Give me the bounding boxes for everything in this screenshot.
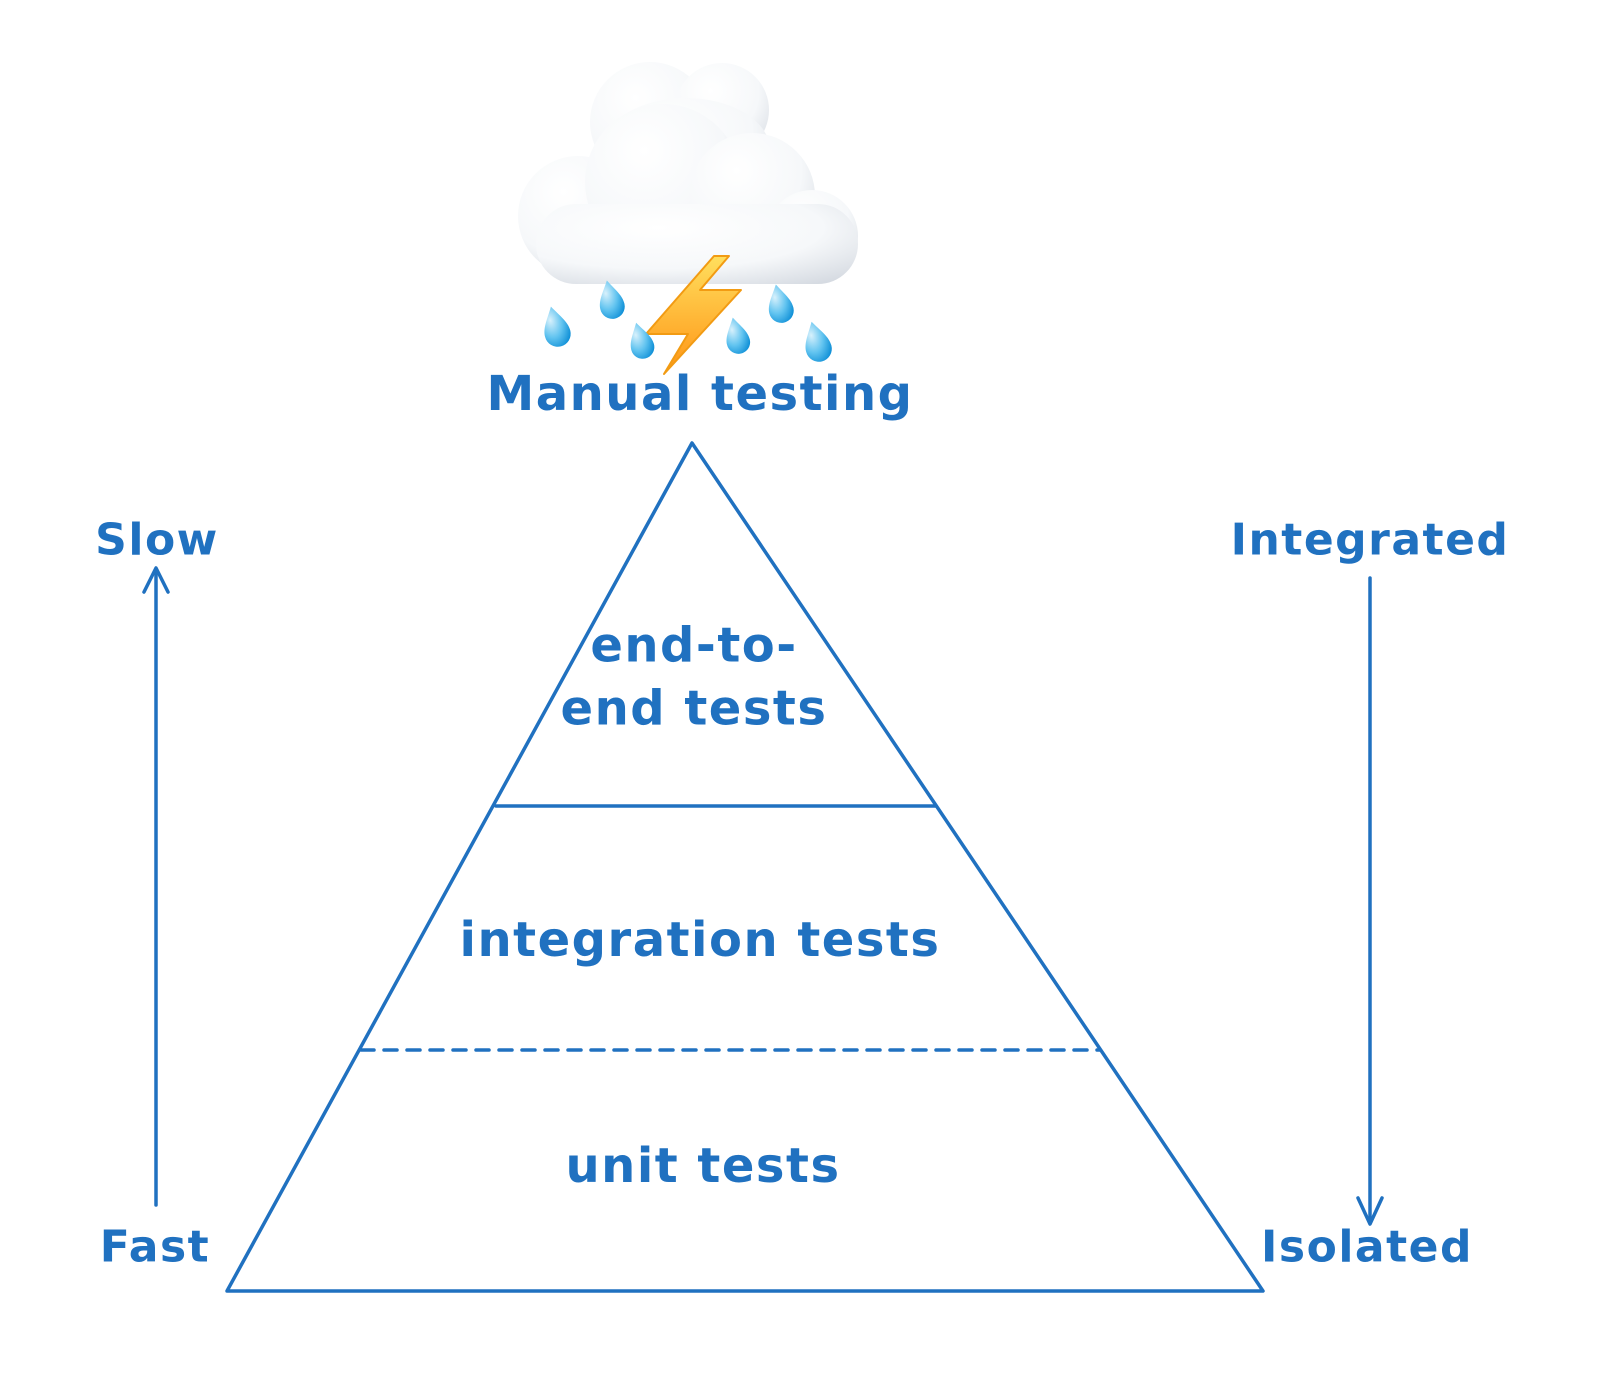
level-e2e-line1: end-to- [590,617,798,674]
pyramid-outline [225,441,1265,1293]
right-axis-arrow [1356,576,1384,1226]
level-integration-label: integration tests [459,912,941,968]
level-e2e-line2: end tests [560,681,828,737]
level-e2e-label: end-to- end tests [561,615,828,742]
axis-left-top-label: Slow [95,514,219,566]
axis-right-top-label: Integrated [1230,514,1510,566]
left-axis-arrow [142,566,170,1207]
storm-cloud-icon [518,62,858,375]
axis-right-bottom-label: Isolated [1261,1221,1473,1273]
lightning-icon [645,255,742,375]
axis-left-bottom-label: Fast [99,1221,211,1273]
manual-testing-label: Manual testing [486,366,914,422]
level-unit-label: unit tests [565,1138,841,1194]
